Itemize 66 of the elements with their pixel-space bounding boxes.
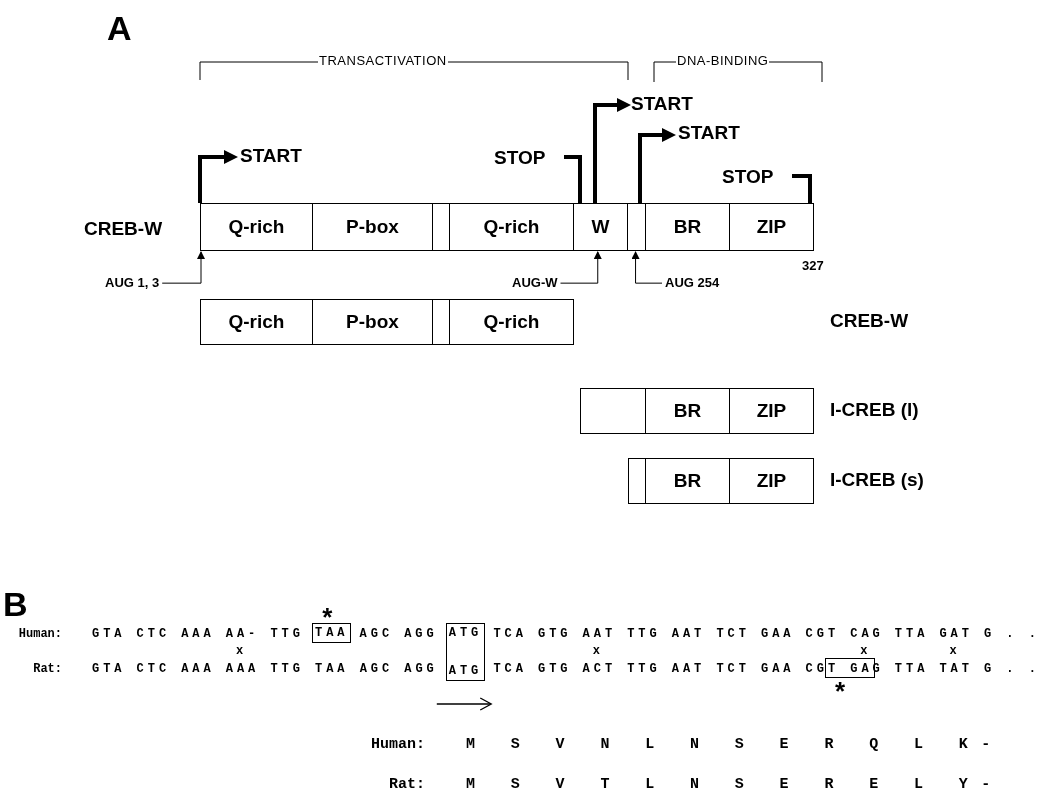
stop-label: STOP xyxy=(494,148,546,169)
domain-label: Q-rich xyxy=(483,216,540,238)
leader-line xyxy=(161,251,205,284)
domain-label: Q-rich xyxy=(228,311,285,333)
species-label: Human: xyxy=(371,737,425,754)
domain-label: Q-rich xyxy=(483,311,540,333)
domain-box xyxy=(729,203,814,251)
residue-number: 327 xyxy=(802,259,824,274)
leader-line xyxy=(631,251,663,284)
mismatch-mark: x xyxy=(949,644,961,658)
start-label: START xyxy=(678,123,740,144)
domain-box xyxy=(573,203,628,251)
amino-acid-sequence: M S V T L N S E R E L Y- xyxy=(466,777,1004,794)
highlight-box xyxy=(445,623,485,681)
site-label: AUG-W xyxy=(512,276,558,291)
domain-label: BR xyxy=(673,470,702,492)
leader-line xyxy=(560,251,602,284)
domain-box xyxy=(645,458,730,504)
domain-label: Q-rich xyxy=(228,216,285,238)
amino-acid-sequence: M S V N L N S E R Q L K- xyxy=(466,737,1004,754)
sequence-text: AGC AGG xyxy=(359,627,438,641)
domain-label: ZIP xyxy=(756,216,787,238)
panel-letter: A xyxy=(107,10,132,48)
domain-label: P-box xyxy=(346,311,399,333)
protein-name: CREB-W xyxy=(84,219,163,240)
mismatch-mark: x xyxy=(235,644,248,658)
domain-box xyxy=(432,299,450,345)
species-label: Rat: xyxy=(33,662,62,676)
species-label: Rat: xyxy=(389,777,425,794)
domain-label: P-box xyxy=(346,216,399,238)
domain-box xyxy=(580,388,646,434)
domain-box xyxy=(312,203,433,251)
site-label: AUG 1, 3 xyxy=(105,276,160,291)
sequence-text: GTA CTC AAA AAA TTG TAA AGC AGG xyxy=(92,662,438,676)
protein-name: I-CREB (s) xyxy=(830,470,924,491)
protein-name: CREB-W xyxy=(830,311,909,332)
start-label: START xyxy=(240,146,302,167)
species-label: Human: xyxy=(18,627,62,641)
site-label: AUG 254 xyxy=(665,276,720,291)
stop-label: STOP xyxy=(722,167,774,188)
asterisk-mark: * xyxy=(835,678,846,704)
domain-label: W xyxy=(591,216,610,238)
domain-box xyxy=(729,458,814,504)
domain-label: ZIP xyxy=(756,470,787,492)
codon-text: ATG xyxy=(448,626,483,640)
domain-box xyxy=(645,388,730,434)
mismatch-mark: x xyxy=(860,644,872,658)
domain-box xyxy=(432,203,450,251)
domain-box xyxy=(200,203,313,251)
domain-box xyxy=(449,203,574,251)
domain-box xyxy=(312,299,433,345)
domain-label: ZIP xyxy=(756,400,787,422)
mismatch-mark: x xyxy=(592,644,604,658)
domain-box xyxy=(628,458,646,504)
domain-box xyxy=(449,299,574,345)
panel-letter: B xyxy=(3,586,28,624)
domain-label: BR xyxy=(673,216,702,238)
sequence-text: GTA CTC AAA AA- TTG xyxy=(92,627,304,641)
start-label: START xyxy=(631,94,693,115)
sequence-text: TCA GTG AAT TTG AAT TCT GAA CGT CAG TTA GAT G . . xyxy=(493,627,1040,641)
protein-name: I-CREB (l) xyxy=(830,400,919,421)
domain-box xyxy=(729,388,814,434)
domain-label: BR xyxy=(673,400,702,422)
domain-box xyxy=(645,203,730,251)
domain-box xyxy=(200,299,313,345)
codon-text: ATG xyxy=(448,664,483,678)
